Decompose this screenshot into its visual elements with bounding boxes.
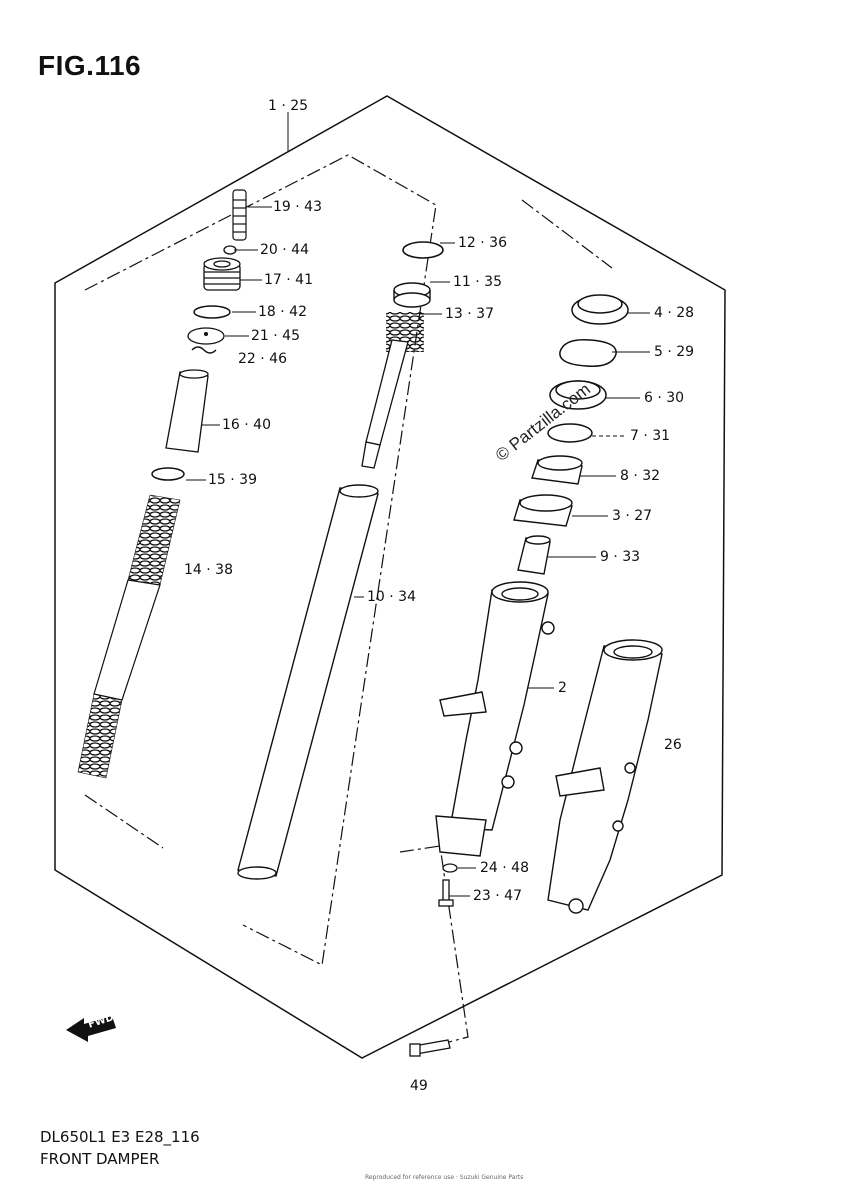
callout-15-39: 15 · 39: [208, 472, 257, 488]
callout-5-29: 5 · 29: [654, 344, 695, 360]
model-code: DL650L1 E3 E28_116: [40, 1128, 200, 1146]
callout-11-35: 11 · 35: [453, 274, 502, 290]
assembly-boundary: [54, 95, 726, 1059]
slide-bushing-part: [402, 241, 444, 259]
callout-4-28: 4 · 28: [654, 305, 695, 321]
figure-title: FIG.116: [38, 50, 142, 81]
damper-rod-part: [361, 339, 409, 469]
callout-12-36: 12 · 36: [458, 235, 507, 251]
callout-8-32: 8 · 32: [620, 468, 661, 484]
bolt-group-boundary: [399, 845, 469, 1044]
stopper-ring-part: [559, 339, 617, 367]
o-ring-small-part: [223, 245, 237, 255]
spacer-tube-part: [165, 369, 209, 453]
callout-6-30: 6 · 30: [644, 390, 685, 406]
oil-seal-retainer-part: [547, 423, 593, 443]
spring-group-boundary: [84, 794, 164, 849]
o-ring-large-part: [193, 305, 231, 319]
spring-seat-part: [151, 467, 185, 481]
callout-21-45: 21 · 45: [251, 328, 300, 344]
oil-lock-piece-part: [517, 535, 551, 575]
callout-1-25: 1 · 25: [268, 98, 309, 114]
callout-22-46: 22 · 46: [238, 351, 287, 367]
inner-assembly-boundary-left: [84, 154, 437, 966]
gasket-part: [442, 863, 458, 873]
inner-tube-part: [237, 484, 379, 880]
callout-20-44: 20 · 44: [260, 242, 309, 258]
section-name: FRONT DAMPER: [40, 1150, 160, 1168]
callout-9-33: 9 · 33: [600, 549, 641, 565]
guide-bushing-part: [393, 282, 431, 308]
callout-16-40: 16 · 40: [222, 417, 271, 433]
outer-tube-right-part: [547, 639, 663, 914]
clip-part: [191, 346, 217, 354]
callout-24-48: 24 · 48: [480, 860, 529, 876]
callout-14-38: 14 · 38: [184, 562, 233, 578]
callout-23-47: 23 · 47: [473, 888, 522, 904]
inner-assembly-boundary-right: [521, 199, 613, 269]
fwd-arrow-icon: [66, 1016, 116, 1042]
dust-seal-part: [571, 294, 629, 325]
damper-bolt-part: [438, 879, 454, 907]
fork-cap-part: [203, 257, 241, 291]
callout-26: 26: [664, 737, 682, 753]
callout-7-31: 7 · 31: [630, 428, 671, 444]
callout-17-41: 17 · 41: [264, 272, 313, 288]
callout-19-43: 19 · 43: [273, 199, 322, 215]
bush-part: [513, 494, 573, 527]
callout-13-37: 13 · 37: [445, 306, 494, 322]
callout-3-27: 3 · 27: [612, 508, 653, 524]
callout-10-34: 10 · 34: [367, 589, 416, 605]
callout-2: 2: [558, 680, 567, 696]
outer-tube-left-part: [435, 581, 555, 857]
axle-holder-bolt-part: [409, 1039, 451, 1057]
credit-text: Reproduced for reference use · Suzuki Ge…: [365, 1174, 524, 1181]
fork-spring-part: [77, 494, 181, 779]
outer-guide-bushing-part: [531, 455, 583, 485]
callout-18-42: 18 · 42: [258, 304, 307, 320]
oil-seal-part: [549, 380, 607, 410]
adjuster-rod-part: [232, 189, 247, 241]
callout-49: 49: [410, 1078, 428, 1094]
